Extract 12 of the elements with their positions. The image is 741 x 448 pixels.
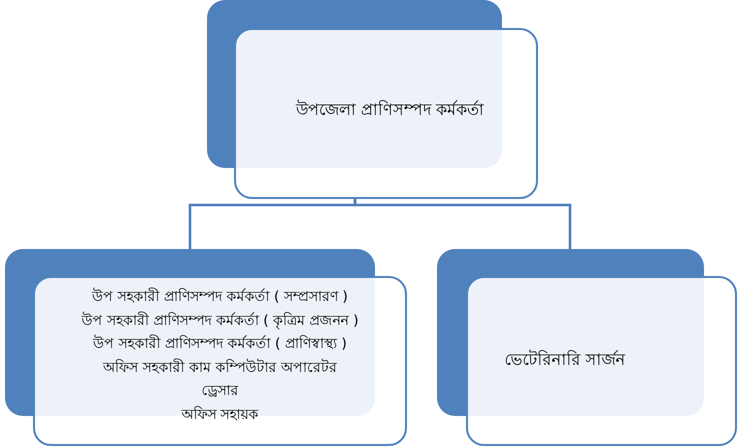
job-title-text: উপ সহকারী প্রাণিসম্পদ কর্মকর্তা ( প্রাণিস্বাস্থ্য ) xyxy=(93,334,347,354)
job-title-text: উপ সহকারী প্রাণিসম্পদ কর্মকর্তা ( সম্প্রসারণ ) xyxy=(92,286,348,307)
connector-line xyxy=(354,199,572,249)
job-title-text: অফিস সহকারী কাম কম্পিউটার অপারেটর xyxy=(103,358,337,378)
job-title-text: উপ সহকারী প্রাণিসম্পদ কর্মকর্তা ( কৃত্রিম প্রজনন ) xyxy=(81,310,359,332)
org-chart-box xyxy=(207,0,538,199)
job-title-text: অফিস সহায়ক xyxy=(181,405,259,424)
org-chart-box xyxy=(437,249,737,446)
job-title-text: উপজেলা প্রাণিসম্পদ কর্মকর্তা xyxy=(296,98,484,121)
job-title-text: ভেটেরিনারি সার্জন xyxy=(504,348,626,371)
org-chart-box xyxy=(5,249,407,446)
job-title-text: ড্রেসার xyxy=(202,382,238,401)
